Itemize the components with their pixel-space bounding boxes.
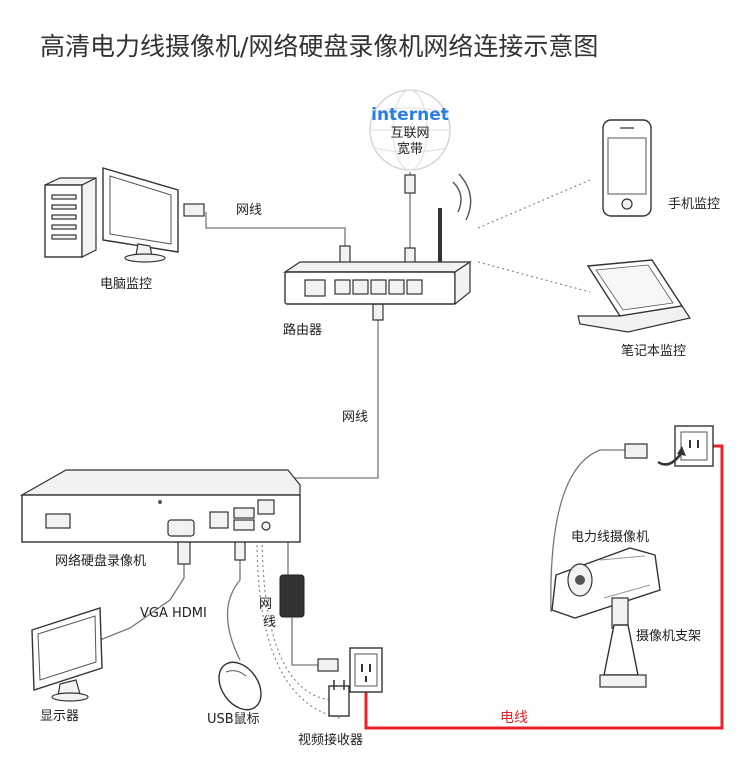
laptop-icon	[577, 259, 691, 333]
vga-hdmi-cable	[99, 540, 185, 641]
laptop-label: 笔记本监控	[621, 343, 686, 359]
router-icon	[283, 208, 472, 306]
mouse-icon	[218, 661, 262, 711]
adapter-cable	[291, 617, 318, 666]
plc-camera-icon	[551, 547, 661, 619]
plc-camera-label: 电力线摄像机	[571, 530, 649, 545]
arrow-head-icon	[677, 446, 686, 456]
monitor-label: 显示器	[40, 709, 79, 724]
power-plug-icon	[624, 443, 648, 459]
rj45-plug-icon	[372, 303, 384, 321]
vga-plug-icon	[177, 539, 191, 565]
receiver-cable-label-2: 线	[263, 615, 276, 630]
display-monitor-icon	[31, 607, 103, 702]
nvr-receiver-network-cable	[261, 529, 331, 701]
pc-cable-label: 网线	[236, 203, 262, 218]
receiver-label: 视频接收器	[298, 732, 363, 748]
camera-outlet-icon	[674, 425, 714, 467]
rj45-plug-icon	[183, 203, 205, 217]
power-line-label: 电线	[500, 710, 528, 726]
wall-socket-icon	[349, 647, 383, 693]
phone-label: 手机监控	[668, 197, 720, 212]
power-line-red	[364, 444, 724, 730]
bracket-label: 摄像机支架	[636, 629, 701, 644]
camera-bracket-icon	[599, 597, 647, 688]
usb-cable	[226, 548, 241, 661]
diagram-title: 高清电力线摄像机/网络硬盘录像机网络连接示意图	[40, 32, 598, 61]
pc-tower-icon	[44, 177, 97, 258]
router-label: 路由器	[283, 322, 322, 338]
internet-line1: 互联网	[390, 126, 429, 141]
camera-power-cable	[550, 449, 625, 613]
internet-label: internet	[371, 105, 449, 125]
pc-router-cable	[205, 212, 346, 262]
video-receiver-icon	[328, 680, 350, 717]
wifi-link-laptop	[477, 261, 591, 293]
nvr-icon	[19, 469, 301, 543]
router-nvr-cable-label: 网线	[342, 410, 368, 425]
pc-label: 电脑监控	[100, 277, 152, 292]
wifi-signal-icon	[452, 173, 472, 221]
plug-in-arrow-icon	[657, 451, 684, 466]
power-plug-icon	[317, 658, 339, 672]
vga-hdmi-label: VGA HDMI	[140, 606, 207, 621]
rj45-plug-icon	[339, 245, 351, 265]
wifi-link-phone	[477, 179, 591, 229]
mouse-label: USB鼠标	[207, 712, 260, 727]
nvr-receiver-network-cable-2	[256, 529, 341, 719]
rj45-plug-icon	[404, 174, 416, 194]
internet-globe-icon	[369, 89, 451, 171]
nvr-label: 网络硬盘录像机	[55, 553, 146, 569]
phone-icon	[602, 119, 652, 217]
receiver-cable-label-1: 网	[259, 597, 272, 612]
pc-monitor-icon	[102, 167, 179, 263]
internet-line2: 宽带	[397, 141, 423, 157]
power-adapter-icon	[279, 574, 305, 618]
cables	[99, 172, 724, 730]
